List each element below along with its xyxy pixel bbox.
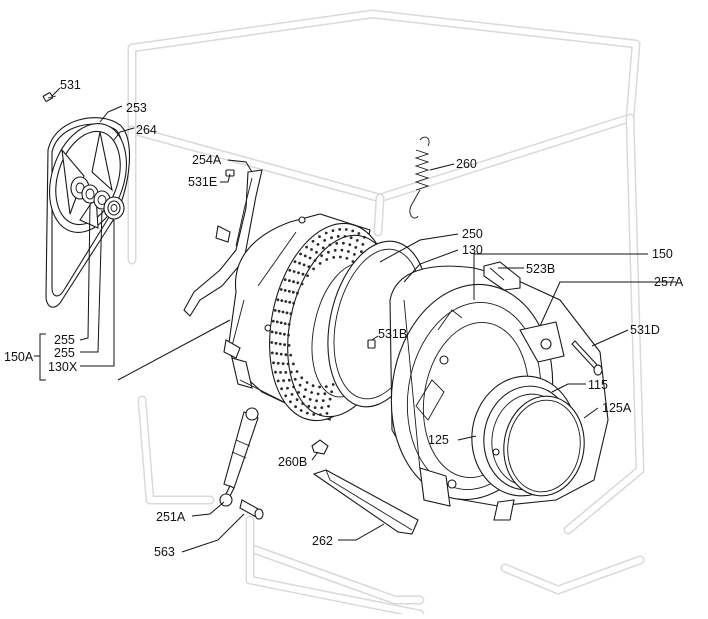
base-rail-262[interactable] bbox=[312, 469, 419, 535]
bracket-254a[interactable] bbox=[183, 169, 263, 317]
screw-531b[interactable] bbox=[367, 339, 376, 349]
bearing-set[interactable] bbox=[81, 184, 125, 220]
drum-perforations bbox=[270, 228, 366, 416]
callout-115[interactable]: 115 bbox=[588, 378, 608, 392]
callout-531d[interactable]: 531D bbox=[630, 323, 660, 337]
bolt-531d[interactable] bbox=[571, 340, 603, 376]
callout-250[interactable]: 250 bbox=[462, 227, 483, 241]
leader-lines bbox=[34, 87, 676, 553]
spring-260[interactable] bbox=[409, 136, 430, 219]
callout-150[interactable]: 150 bbox=[652, 247, 673, 261]
callout-150a[interactable]: 150A bbox=[4, 350, 34, 364]
callout-253[interactable]: 253 bbox=[126, 101, 147, 115]
cabinet-ghost-outline bbox=[127, 9, 645, 619]
callout-251a[interactable]: 251A bbox=[156, 510, 186, 524]
callout-254a[interactable]: 254A bbox=[192, 153, 222, 167]
callout-260b[interactable]: 260B bbox=[278, 455, 307, 469]
callout-257a[interactable]: 257A bbox=[654, 275, 684, 289]
pin-563[interactable] bbox=[239, 499, 264, 520]
clip-523b[interactable] bbox=[483, 261, 521, 291]
callout-130[interactable]: 130 bbox=[462, 243, 483, 257]
callout-531e[interactable]: 531E bbox=[188, 175, 217, 189]
callout-260[interactable]: 260 bbox=[456, 157, 477, 171]
callout-563[interactable]: 563 bbox=[154, 545, 175, 559]
callout-125[interactable]: 125 bbox=[428, 433, 449, 447]
callout-255-upper[interactable]: 255 bbox=[54, 333, 75, 347]
drum-pulley-253[interactable] bbox=[36, 114, 139, 308]
callout-125a[interactable]: 125A bbox=[602, 401, 632, 415]
screw-531[interactable] bbox=[42, 92, 57, 102]
callout-255-lower[interactable]: 255 bbox=[54, 346, 75, 360]
clip-260b[interactable] bbox=[311, 439, 329, 455]
clamp-ring-125a[interactable] bbox=[497, 391, 590, 501]
callout-labels: 531 253 264 254A 531E 260 250 130 150 52… bbox=[4, 78, 684, 559]
callout-264[interactable]: 264 bbox=[136, 123, 157, 137]
callout-523b[interactable]: 523B bbox=[526, 262, 555, 276]
callout-531[interactable]: 531 bbox=[60, 78, 81, 92]
callout-531b[interactable]: 531B bbox=[378, 327, 407, 341]
shock-absorber-251a[interactable] bbox=[219, 407, 259, 507]
callout-262[interactable]: 262 bbox=[312, 534, 333, 548]
callout-130x[interactable]: 130X bbox=[48, 360, 78, 374]
